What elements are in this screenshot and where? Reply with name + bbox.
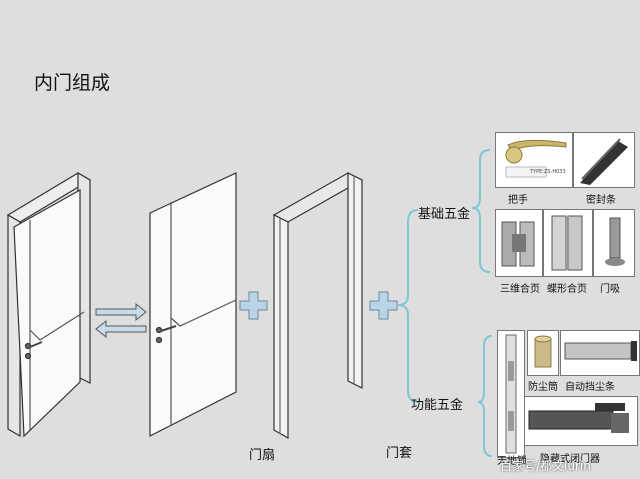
door-frame	[272, 172, 364, 440]
door-stopper-label: 门吸	[600, 284, 620, 295]
door-frame-label: 门套	[386, 446, 413, 461]
basic-hardware-label: 基础五金	[418, 207, 471, 222]
watermark: 百家号/都文lurin	[500, 459, 591, 473]
handle-label: 把手	[508, 195, 528, 206]
flush-bolt-label: 天地锁	[497, 456, 527, 467]
3d-hinge-photo	[495, 209, 543, 277]
basic-hardware-brace	[471, 149, 491, 273]
concealed-closer-label: 隐藏式闭门器	[540, 454, 600, 465]
assembled-door	[6, 171, 92, 438]
page-title: 内门组成	[34, 72, 111, 94]
door-stopper-photo	[593, 209, 635, 277]
dust-cup-photo	[527, 330, 559, 376]
door-leaf-label: 门扇	[249, 448, 276, 463]
3d-hinge-label: 三维合页	[500, 284, 540, 295]
seal-strip-label: 密封条	[586, 195, 616, 206]
plus-sign	[239, 291, 268, 320]
auto-door-bottom-photo	[560, 330, 640, 376]
functional-hardware-brace	[477, 335, 493, 457]
butterfly-hinge-photo	[543, 209, 593, 277]
flush-bolt-photo	[497, 330, 525, 458]
main-brace	[397, 209, 419, 403]
handle-photo: TYPE:ZS-H033	[495, 132, 573, 188]
auto-door-bottom-label: 自动挡尘条	[565, 382, 615, 393]
seal-strip-photo	[573, 132, 635, 188]
arrows	[95, 302, 147, 339]
door-leaf	[149, 172, 237, 437]
dust-cup-label: 防尘筒	[528, 382, 558, 393]
concealed-closer-photo	[524, 396, 638, 446]
butterfly-hinge-label: 蝶形合页	[547, 284, 587, 295]
plus-sign	[369, 291, 398, 320]
functional-hardware-label: 功能五金	[411, 398, 464, 413]
handle-tag-text: TYPE:ZS-H033	[530, 169, 566, 175]
